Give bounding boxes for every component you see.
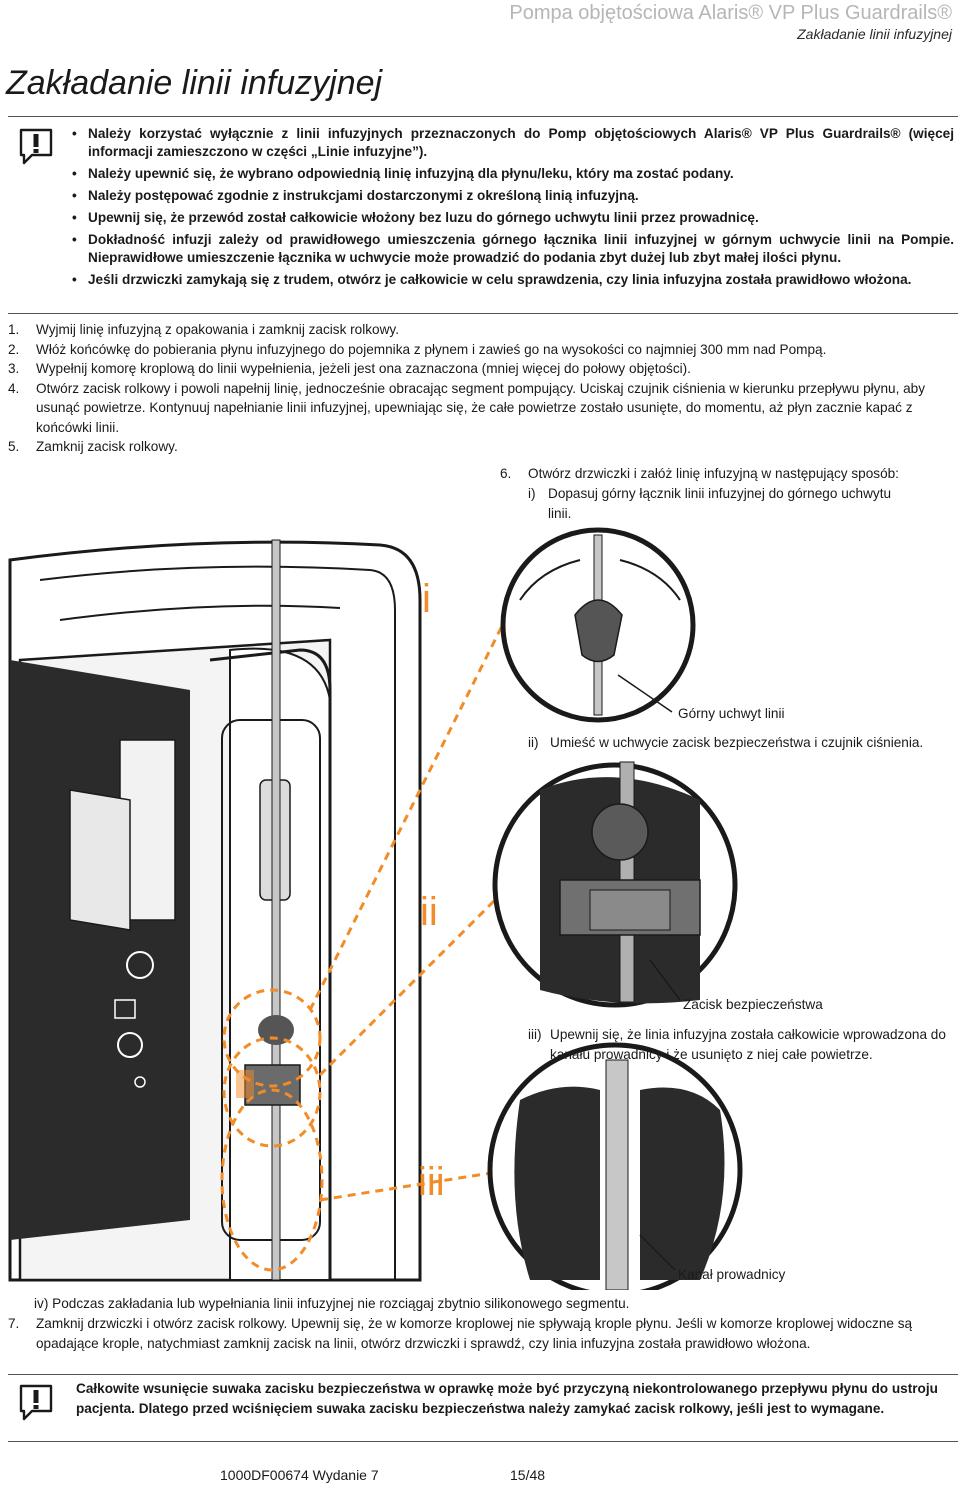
step-text: Wypełnij komorę kroplową do linii wypełn… bbox=[36, 361, 691, 376]
warning-item: Upewnij się, że przewód został całkowici… bbox=[72, 209, 954, 227]
step-number: 1. bbox=[8, 322, 20, 337]
pump-body bbox=[8, 539, 511, 1282]
footer-page-number: 15/48 bbox=[510, 1467, 546, 1483]
callout-upper-holder: Górny uchwyt linii bbox=[678, 706, 785, 721]
detail-circle-upper-holder bbox=[500, 527, 696, 723]
list-item: 3. Wypełnij komorę kroplową do linii wype… bbox=[8, 359, 958, 379]
list-item: 1. Wyjmij linię infuzyjną z opakowania i … bbox=[8, 320, 958, 340]
sub-step-number: iv) bbox=[34, 1296, 49, 1311]
sub-step-text: Upewnij się, że linia infuzyjna została … bbox=[550, 1027, 946, 1062]
sub-step-text: Dopasuj górny łącznik linii infuzyjnej d… bbox=[548, 486, 892, 521]
step-number: 2. bbox=[8, 341, 20, 357]
sub-step-text: Podczas zakładania lub wypełniania linii… bbox=[52, 1296, 630, 1311]
step-text: Wyjmij linię infuzyjną z opakowania i za… bbox=[36, 322, 400, 337]
figure-label-ii: ii bbox=[420, 890, 438, 934]
step-number: 7. bbox=[8, 1316, 20, 1331]
step-text: Zamknij zacisk rolkowy. bbox=[36, 439, 178, 454]
section-subtitle: Zakładanie linii infuzyjnej bbox=[797, 26, 952, 42]
step-text: Zamknij drzwiczki i otwórz zacisk rolkow… bbox=[36, 1316, 913, 1351]
warning-exclamation-icon bbox=[19, 1384, 53, 1421]
step-number: 6. bbox=[500, 466, 512, 481]
detail-circle-guide-channel bbox=[487, 1042, 743, 1290]
figure-label-i: i bbox=[422, 577, 431, 621]
list-item: 4. Otwórz zacisk rolkowy i powoli napełni… bbox=[8, 379, 958, 438]
callout-guide-channel: Kanał prowadnicy bbox=[678, 1267, 786, 1282]
list-item: 5. Zamknij zacisk rolkowy. bbox=[8, 437, 958, 457]
warning-list: Należy korzystać wyłącznie z linii infuz… bbox=[72, 125, 954, 293]
warning-text: Całkowite wsunięcie suwaka zacisku bezpi… bbox=[76, 1381, 938, 1416]
step-text: Otwórz zacisk rolkowy i powoli napełnij … bbox=[36, 380, 926, 435]
list-item: 2. Włóż końcówkę do pobierania płynu infu… bbox=[8, 340, 958, 360]
warning-item: Jeśli drzwiczki zamykają się z trudem, o… bbox=[72, 271, 954, 289]
warning-exclamation-icon bbox=[19, 128, 53, 165]
callout-safety-clamp: Zacisk bezpieczeństwa bbox=[683, 997, 823, 1012]
warning-item: Dokładność infuzji zależy od prawidłoweg… bbox=[72, 231, 954, 267]
step-number: 4. bbox=[8, 380, 20, 396]
step-text: Otwórz drzwiczki i załóż linię infuzyjną… bbox=[528, 466, 899, 481]
steps-list: 1. Wyjmij linię infuzyjną z opakowania i … bbox=[8, 320, 958, 457]
warning-item: Należy upewnić się, że wybrano odpowiedn… bbox=[72, 165, 954, 183]
figure-label-iii: iii bbox=[418, 1160, 445, 1204]
pump-illustration: i ii iii bbox=[8, 527, 743, 1290]
step-text: Włóż końcówkę do pobierania płynu infuzy… bbox=[36, 341, 827, 357]
sub-step-number: iii) bbox=[528, 1027, 542, 1042]
warning-box-top: Należy korzystać wyłącznie z linii infuz… bbox=[8, 116, 958, 314]
sub-step-iv: iv) Podczas zakładania lub wypełniania l… bbox=[34, 1294, 629, 1314]
warning-box-bottom: Całkowite wsunięcie suwaka zacisku bezpi… bbox=[8, 1374, 958, 1442]
step-number: 5. bbox=[8, 439, 20, 454]
warning-item: Należy postępować zgodnie z instrukcjami… bbox=[72, 187, 954, 205]
sub-step-number: i) bbox=[528, 486, 536, 501]
sub-step-number: ii) bbox=[528, 735, 539, 750]
warning-item: Należy korzystać wyłącznie z linii infuz… bbox=[72, 125, 954, 161]
page-title: Zakładanie linii infuzyjnej bbox=[6, 64, 383, 102]
step-7: 7. Zamknij drzwiczki i otwórz zacisk rol… bbox=[8, 1314, 958, 1353]
step-number: 3. bbox=[8, 361, 20, 376]
footer-doc-id: 1000DF00674 Wydanie 7 bbox=[220, 1467, 379, 1483]
product-title: Pompa objętościowa Alaris® VP Plus Guard… bbox=[509, 2, 952, 24]
detail-circle-safety-clamp bbox=[492, 761, 738, 1008]
sub-step-text: Umieść w uchwycie zacisk bezpieczeństwa … bbox=[550, 735, 924, 750]
